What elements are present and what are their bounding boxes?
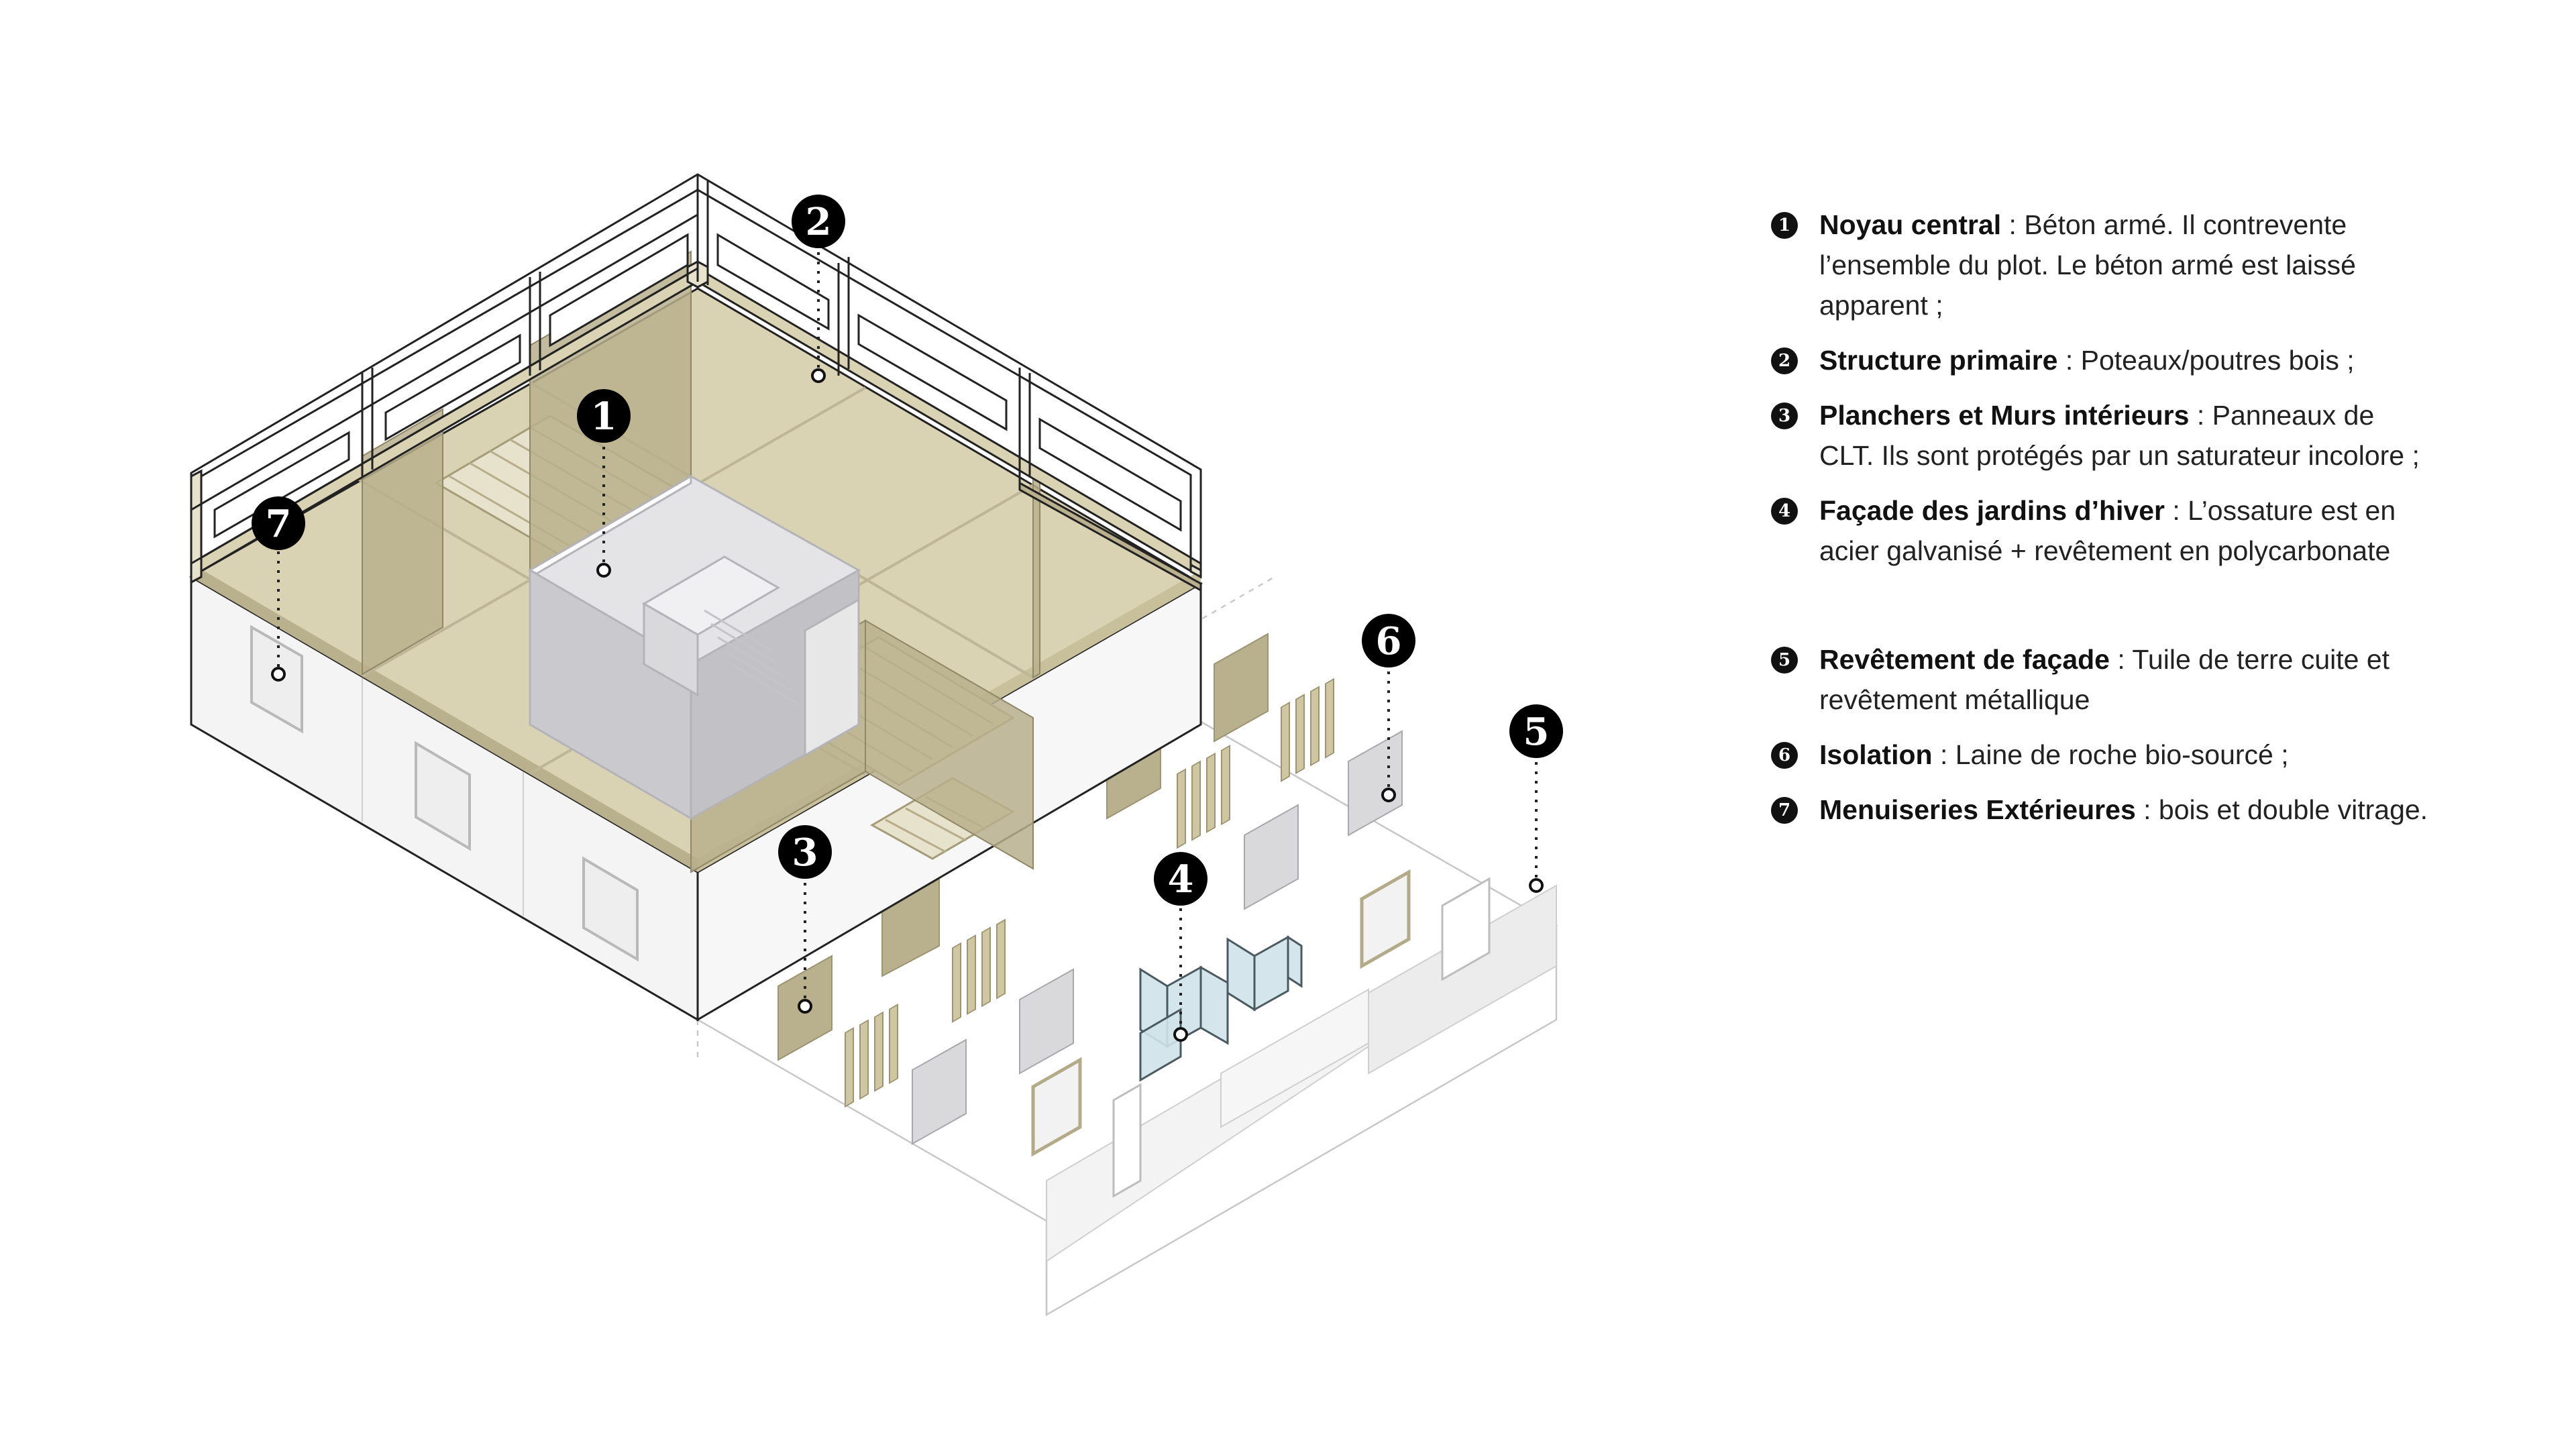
legend-number: 3 [1771,402,1798,429]
legend-item-3: 3 Planchers et Murs intérieurs : Panneaux… [1771,395,2428,476]
legend-number: 5 [1771,647,1798,674]
legend-number: 7 [1771,797,1798,824]
legend-number: 2 [1771,347,1798,374]
legend-item-5: 5 Revêtement de façade : Tuile de terre c… [1771,639,2428,720]
legend: 1 Noyau central : Béton armé. Il contreve… [1771,205,2428,830]
marker-2: 2 [792,195,845,248]
legend-item-1: 1 Noyau central : Béton armé. Il contreve… [1771,205,2428,325]
legend-term: Façade des jardins d’hiver [1819,495,2165,526]
legend-term: Revêtement de façade [1819,644,2110,675]
svg-text:3: 3 [792,830,818,875]
marker-1: 1 [577,389,631,443]
winter-garden-glazing [1139,935,1303,1082]
legend-text: : Laine de roche bio-sourcé ; [1932,739,2289,770]
callout-leaders [277,243,1538,1031]
legend-term: Noyau central [1819,209,2002,240]
svg-text:5: 5 [1523,710,1550,754]
svg-text:1: 1 [591,394,617,439]
legend-item-6: 6 Isolation : Laine de roche bio-sourcé ; [1771,735,2428,775]
legend-text: : Panneaux de CLT. Ils sont protégés par… [1819,400,2420,471]
marker-5: 5 [1509,704,1563,758]
marker-7: 7 [252,496,305,550]
legend-item-2: 2 Structure primaire : Poteaux/poutres bo… [1771,340,2428,380]
window-frames [1031,869,1411,1157]
legend-number: 1 [1771,212,1798,239]
batten-sets [845,678,1334,1108]
legend-item-4: 4 Façade des jardins d’hiver : L’ossature… [1771,490,2428,571]
insulation-panels [912,730,1403,1145]
legend-term: Isolation [1819,739,1933,770]
legend-text: : Béton armé. Il contrevente l’ensemble … [1819,209,2356,321]
legend-term: Structure primaire [1819,345,2058,376]
callout-markers: 1 2 3 4 5 6 7 [252,195,1563,906]
legend-item-7: 7 Menuiseries Extérieures : bois et doubl… [1771,790,2428,830]
concrete-core [527,474,861,820]
legend-text: : bois et double vitrage. [2135,794,2428,825]
legend-number: 4 [1771,498,1798,525]
callout-anchors [271,368,1544,1042]
facade-walls [1046,877,1557,1263]
legend-number: 6 [1771,742,1798,769]
legend-term: Planchers et Murs intérieurs [1819,400,2190,431]
svg-text:4: 4 [1168,857,1194,902]
svg-text:2: 2 [806,200,832,244]
svg-text:7: 7 [266,502,292,546]
building-edges [190,577,1202,1020]
marker-6: 6 [1362,614,1415,667]
svg-text:6: 6 [1376,619,1402,663]
legend-text: : Tuile de terre cuite et revêtement mét… [1819,644,2390,715]
legend-text: : L’ossature est en acier galvanisé + re… [1819,495,2396,566]
timber-frame [190,173,1202,592]
marker-3: 3 [778,825,832,879]
legend-text: : Poteaux/poutres bois ; [2057,345,2355,376]
legend-term: Menuiseries Extérieures [1819,794,2136,825]
marker-4: 4 [1154,852,1208,906]
